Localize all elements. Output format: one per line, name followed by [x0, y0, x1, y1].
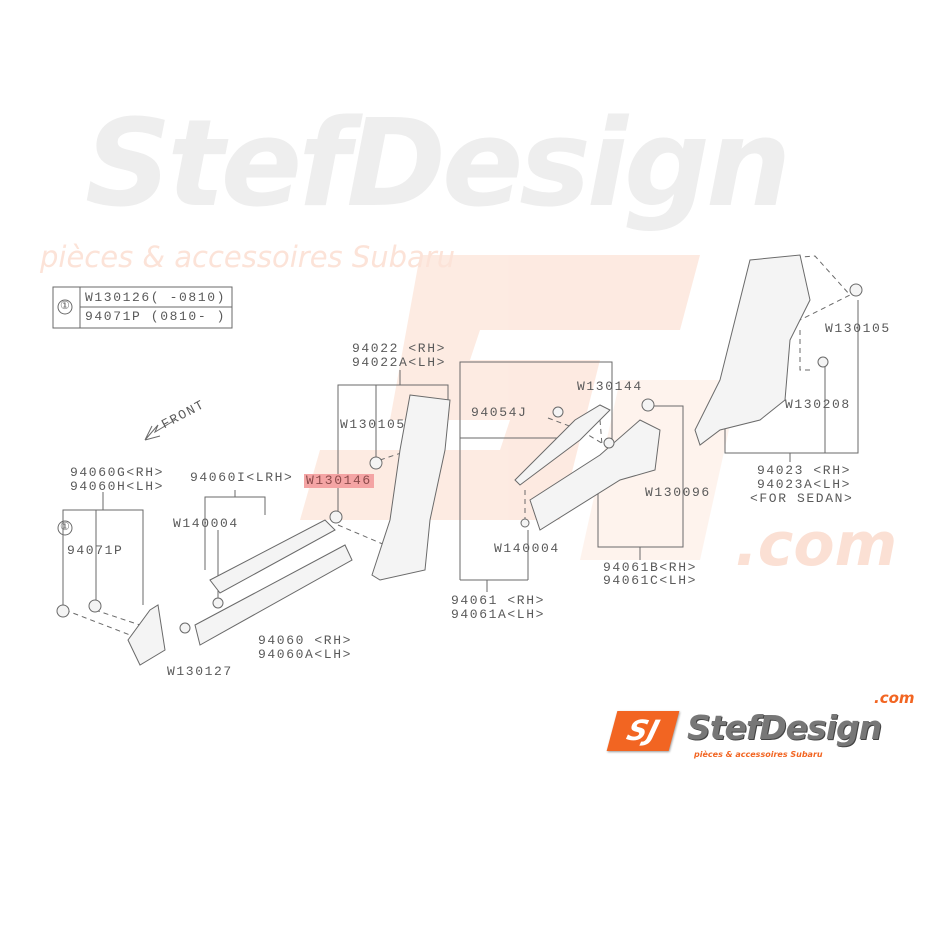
label-w130144: W130144 — [577, 379, 643, 394]
label-94061c-lh: 94061C<LH> — [603, 573, 698, 588]
label-w140004-mid: W140004 — [494, 541, 560, 556]
legend-ref-symbol: ① — [60, 301, 70, 313]
logo-brand: StefDesign — [687, 708, 882, 747]
label-94023-rh: 94023 <RH> — [757, 463, 852, 478]
label-w130208: W130208 — [785, 397, 851, 412]
label-w130105-right: W130105 — [825, 321, 891, 336]
label-94071p: 94071P — [67, 543, 124, 558]
label-94060h-lh: 94060H<LH> — [70, 479, 165, 494]
label-94023a-lh: 94023A<LH> — [757, 477, 852, 492]
label-94061a-lh: 94061A<LH> — [451, 607, 546, 622]
legend-row-1: W130126( -0810) — [85, 290, 227, 305]
label-94061-rh: 94061 <RH> — [451, 593, 546, 608]
label-94060i-lrh: 94060I<LRH> — [190, 470, 294, 485]
label-w130096: W130096 — [645, 485, 711, 500]
label-w130105: W130105 — [340, 417, 406, 432]
label-w130146-highlighted[interactable]: W130146 — [304, 473, 374, 488]
trim-parts — [56, 254, 863, 666]
label-94060g-rh: 94060G<RH> — [70, 465, 165, 480]
label-94054j: 94054J — [471, 405, 528, 420]
watermark-tagline: pièces & accessoires Subaru — [40, 240, 456, 274]
logo-domain: .com — [874, 689, 915, 707]
ref-symbol-left: ① — [60, 522, 70, 534]
watermark-domain: .com — [735, 510, 898, 580]
label-94022-rh: 94022 <RH> — [352, 341, 447, 356]
stefdesign-logo: SJ StefDesign .com pièces & accessoires … — [606, 689, 922, 765]
watermark-brand: StefDesign — [85, 95, 791, 234]
label-w140004: W140004 — [173, 516, 239, 531]
label-94061b-rh: 94061B<RH> — [603, 560, 698, 575]
label-94022a-lh: 94022A<LH> — [352, 355, 447, 370]
logo-sj-mark: SJ — [606, 711, 680, 751]
label-94060a-lh: 94060A<LH> — [258, 647, 353, 662]
label-w130127: W130127 — [167, 664, 233, 679]
label-for-sedan: <FOR SEDAN> — [750, 491, 854, 506]
logo-tagline: pièces & accessoires Subaru — [694, 750, 823, 759]
label-94060-rh: 94060 <RH> — [258, 633, 353, 648]
legend-row-2: 94071P (0810- ) — [85, 309, 227, 324]
